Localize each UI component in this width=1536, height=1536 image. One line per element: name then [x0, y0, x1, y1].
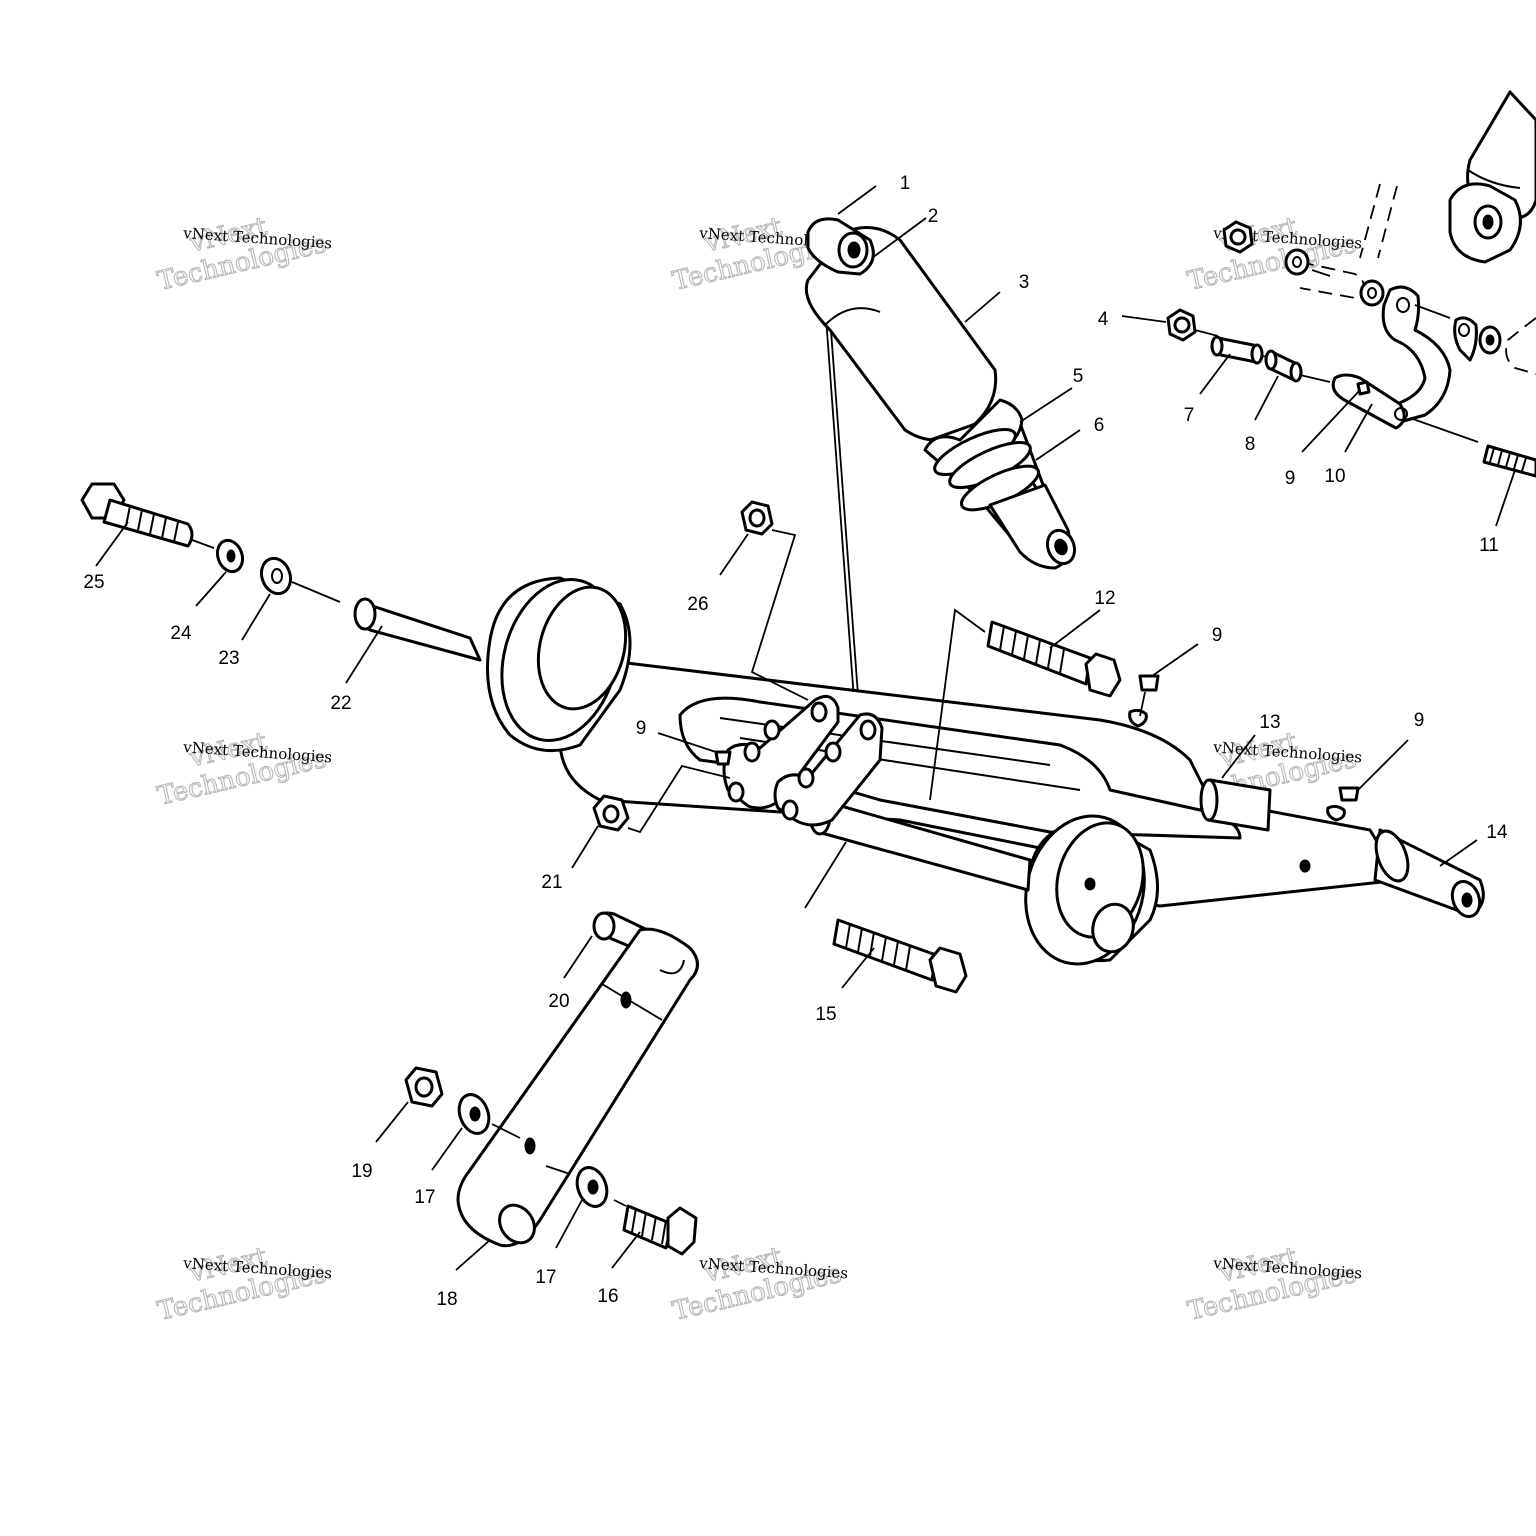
- washer-17-upper: [457, 1093, 521, 1139]
- callout-9-right-lower: 9: [1414, 710, 1425, 731]
- nut-26: [740, 500, 809, 701]
- callout-20: 20: [548, 991, 569, 1012]
- bolt-15: [804, 841, 968, 994]
- callout-10: 10: [1324, 466, 1345, 487]
- callout-15: 15: [815, 1004, 836, 1025]
- bolt-16: [613, 1199, 698, 1256]
- callout-24: 24: [170, 623, 192, 644]
- callout-2: 2: [928, 206, 939, 227]
- leader-lines: [95, 185, 1516, 1271]
- callout-13: 13: [1259, 712, 1280, 733]
- callout-12: 12: [1094, 588, 1115, 609]
- callout-6: 6: [1094, 415, 1105, 436]
- link-arm: [456, 911, 699, 1248]
- nut-19: [404, 1066, 444, 1108]
- washer-23: [259, 556, 341, 603]
- nut-4: [1166, 308, 1219, 342]
- callout-25: 25: [83, 572, 104, 593]
- swing-arm: [353, 576, 1485, 966]
- washer-17-lower: [545, 1165, 609, 1208]
- callout-9-right-upper: 9: [1212, 625, 1223, 646]
- washer-top-right-2: [1359, 279, 1385, 307]
- callout-19: 19: [351, 1161, 372, 1182]
- callout-23: 23: [218, 648, 239, 669]
- callout-9-left: 9: [636, 718, 647, 739]
- callout-14: 14: [1486, 822, 1508, 843]
- nut-top-right: [1222, 220, 1254, 254]
- washer-right: [1478, 325, 1502, 355]
- rocker-bracket: [1331, 285, 1478, 430]
- nut-21: [592, 764, 731, 834]
- bolt-11: [1409, 417, 1536, 478]
- callout-4: 4: [1098, 309, 1109, 330]
- bushing-7: [1210, 335, 1273, 365]
- callout-21: 21: [541, 872, 562, 893]
- upper-shock-partial: [1448, 90, 1536, 264]
- callout-18: 18: [436, 1289, 457, 1310]
- callout-17-lower: 17: [535, 1267, 556, 1288]
- callout-11: 11: [1479, 535, 1499, 556]
- callout-7: 7: [1184, 405, 1195, 426]
- callout-22: 22: [330, 693, 351, 714]
- callout-1: 1: [900, 173, 911, 194]
- callout-5: 5: [1073, 366, 1084, 387]
- callout-16: 16: [597, 1286, 618, 1307]
- shock-absorber: [804, 217, 1077, 723]
- callout-3: 3: [1019, 272, 1030, 293]
- callout-9-top: 9: [1285, 468, 1296, 489]
- grease-fitting-9-top: [1356, 380, 1371, 396]
- washer-24: [215, 538, 245, 574]
- callout-17-upper: 17: [414, 1187, 435, 1208]
- bolt-12: [929, 608, 1122, 801]
- callouts: 1 2 3 4 5 6 7 8 9 10 11 12 9 13 9 14 9 1…: [83, 173, 1508, 1310]
- bushing-8: [1264, 349, 1331, 383]
- bolt-25: [80, 482, 215, 549]
- callout-26: 26: [687, 594, 708, 615]
- washer-top-right: [1284, 248, 1310, 276]
- callout-8: 8: [1245, 434, 1256, 455]
